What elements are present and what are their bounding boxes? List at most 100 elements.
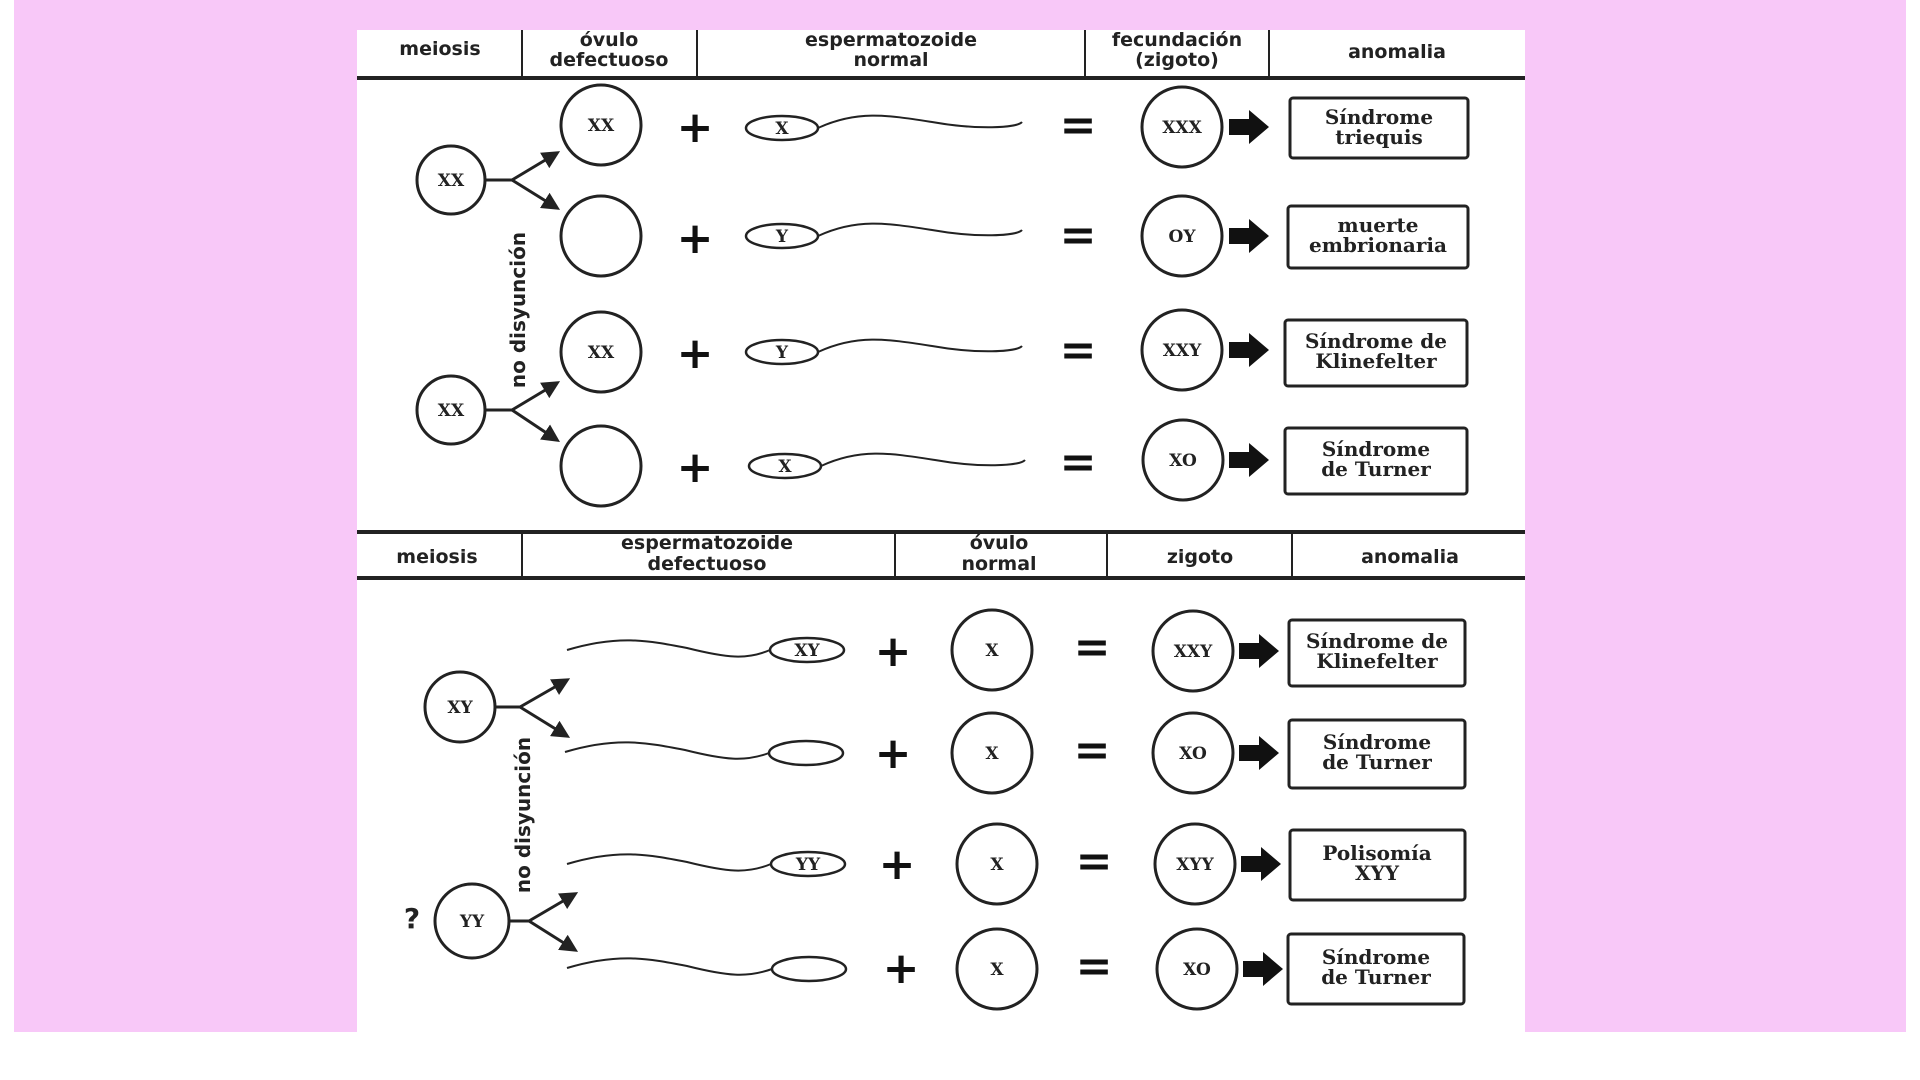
result-box	[1283, 426, 1469, 496]
sperm-tail	[566, 957, 773, 976]
zygote-label: XXX	[1162, 118, 1202, 138]
plus-sign: +	[677, 328, 714, 379]
plus-sign: +	[677, 213, 714, 264]
bottom-row-2: + X = XO Síndrome de Turner	[564, 711, 1467, 795]
result-arrow	[1229, 219, 1269, 253]
zygote-label: XYY	[1176, 855, 1214, 875]
result-arrow	[1239, 736, 1279, 770]
sperm-tail	[817, 222, 1023, 237]
top-row-2: + Y = OY muerte embrionaria	[559, 194, 1470, 278]
top-nondisjunction-label: no disyunción	[506, 232, 530, 388]
result-line2: XYY	[1355, 861, 1400, 885]
equals-sign: =	[1060, 437, 1097, 488]
plus-sign: +	[875, 728, 912, 779]
top-row-3: XX + Y = XXY Síndrome de Klinefelter	[559, 308, 1469, 394]
top-header-row: meiosis óvulo defectuoso espermatozoide …	[357, 30, 1525, 80]
ovule-cell	[950, 608, 1034, 692]
diagram-panel: meiosis óvulo defectuoso espermatozoide …	[357, 30, 1525, 1032]
equals-sign: =	[1076, 836, 1113, 887]
header-ovule-line2: normal	[961, 553, 1036, 575]
header-anomaly: anomalia	[1361, 546, 1459, 568]
zygote-label: XO	[1179, 744, 1207, 764]
result-line1: Polisomía	[1322, 841, 1431, 865]
header-zygote: zigoto	[1167, 546, 1233, 568]
equals-sign: =	[1076, 941, 1113, 992]
top-row-1: XX + X = XXX Síndrome triequis	[559, 83, 1470, 169]
sperm-tail	[566, 853, 772, 872]
result-box	[1287, 718, 1467, 790]
ovule-cell	[559, 194, 643, 278]
sperm-tail	[820, 452, 1026, 467]
sperm-head	[770, 955, 848, 983]
plus-sign: +	[883, 943, 920, 994]
result-arrow	[1241, 847, 1281, 881]
plus-sign: +	[677, 102, 714, 153]
ovule-cell	[559, 83, 643, 167]
bottom-parent-1: XY	[423, 670, 571, 744]
zygote-label: XO	[1183, 960, 1211, 980]
sperm-label: Y	[775, 227, 789, 247]
header-meiosis: meiosis	[396, 546, 477, 568]
sperm-head	[769, 850, 847, 878]
sperm-tail	[564, 741, 770, 760]
ovule-label: X	[985, 744, 999, 764]
result-box	[1286, 932, 1466, 1006]
sperm-label: Y	[775, 343, 789, 363]
header-fertilization-line1: fecundación	[1112, 30, 1242, 51]
result-line1: Síndrome	[1322, 945, 1430, 969]
equals-sign: =	[1060, 210, 1097, 261]
parent-label: XX	[438, 171, 465, 191]
bottom-parent-2: ? YY	[404, 882, 579, 960]
ovule-cell	[559, 310, 643, 394]
zygote-cell	[1151, 711, 1235, 795]
result-arrow	[1229, 333, 1269, 367]
result-line1: Síndrome	[1325, 105, 1433, 129]
parent-label: XY	[447, 698, 473, 718]
result-line2: de Turner	[1321, 965, 1431, 989]
header-fertilization-line2: (zigoto)	[1135, 49, 1219, 71]
header-ovule-line2: defectuoso	[550, 49, 669, 71]
ovule-label: X	[990, 855, 1004, 875]
ovule-cell	[955, 927, 1039, 1011]
zygote-cell	[1140, 85, 1224, 169]
zygote-cell	[1140, 194, 1224, 278]
result-box	[1286, 204, 1470, 270]
ovule-label: XX	[588, 343, 615, 363]
sperm-tail	[817, 338, 1023, 353]
zygote-cell	[1151, 609, 1235, 693]
zygote-cell	[1153, 822, 1237, 906]
result-line1: Síndrome de	[1306, 629, 1448, 653]
result-line2: embrionaria	[1309, 233, 1447, 257]
sperm-label: X	[775, 119, 789, 139]
ovule-label: X	[990, 960, 1004, 980]
result-arrow	[1229, 443, 1269, 477]
result-arrow	[1239, 634, 1279, 668]
sperm-label: YY	[795, 855, 821, 875]
bottom-nondisjunction-label: no disyunción	[511, 737, 535, 893]
sperm-label: X	[778, 457, 792, 477]
sperm-head	[768, 636, 846, 664]
header-meiosis: meiosis	[399, 38, 480, 60]
result-line1: muerte	[1338, 213, 1419, 237]
ovule-cell	[950, 711, 1034, 795]
result-line1: Síndrome	[1323, 730, 1431, 754]
zygote-label: XXY	[1163, 341, 1202, 361]
zygote-cell	[1155, 927, 1239, 1011]
ovule-cell	[955, 822, 1039, 906]
zygote-label: XXY	[1174, 642, 1213, 662]
zygote-cell	[1141, 418, 1225, 502]
result-line2: Klinefelter	[1316, 649, 1438, 673]
result-arrow	[1229, 110, 1269, 144]
bottom-row-3: YY + X = XYY Polisomía XYY	[566, 822, 1467, 906]
plus-sign: +	[875, 626, 912, 677]
parent-label: YY	[459, 912, 485, 932]
nondisjunction-diagram: meiosis óvulo defectuoso espermatozoide …	[357, 30, 1525, 1011]
result-arrow	[1243, 952, 1283, 986]
sperm-head	[767, 739, 845, 767]
result-line1: Síndrome	[1322, 437, 1430, 461]
parent-label: XX	[438, 401, 465, 421]
header-sperm-line1: espermatozoide	[805, 30, 977, 51]
result-box	[1288, 96, 1470, 160]
result-line2: triequis	[1335, 125, 1422, 149]
equals-sign: =	[1060, 325, 1097, 376]
